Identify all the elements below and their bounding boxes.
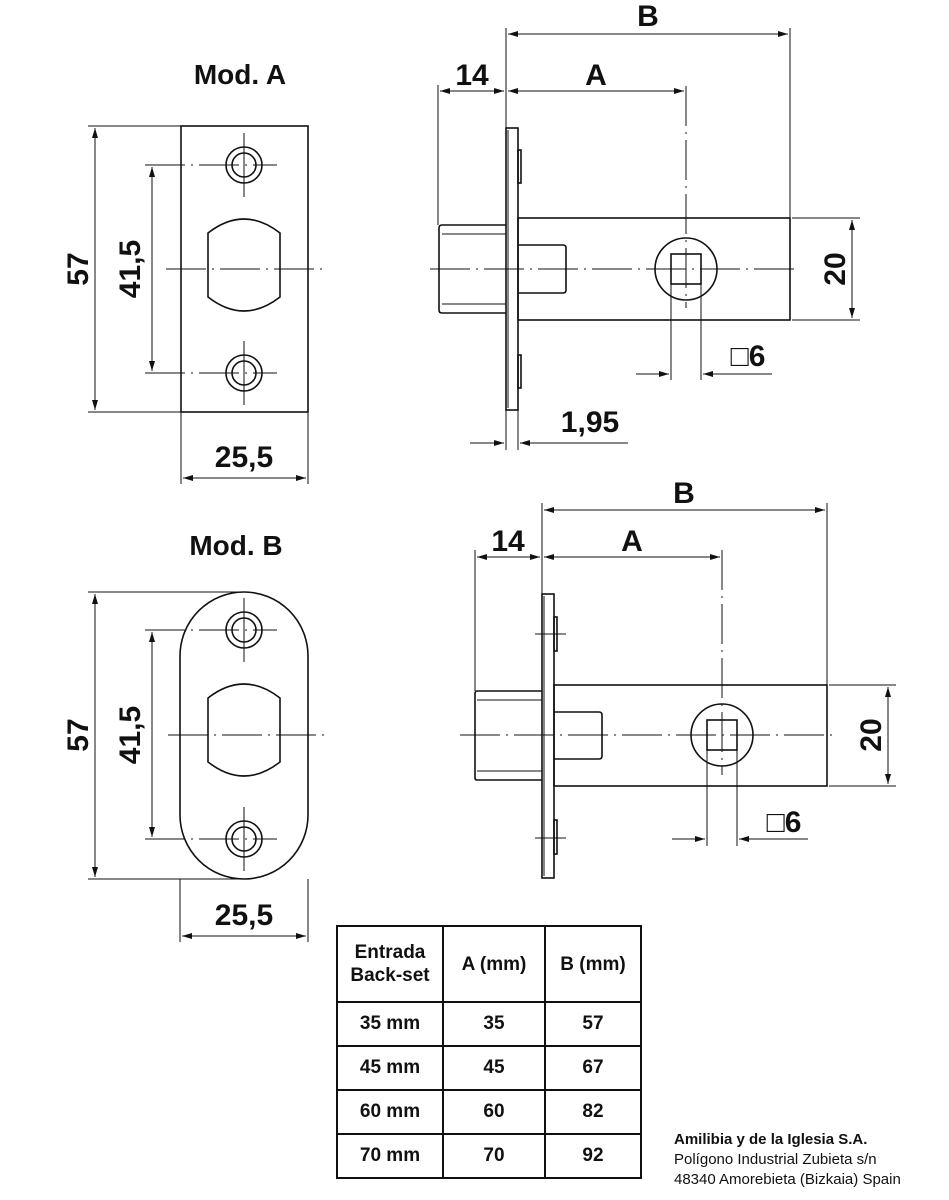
mod-a-screw-hole-top [145,133,277,197]
table-row: 70 mm 70 92 [336,1133,642,1179]
company-address-line1: Polígono Industrial Zubieta s/n [674,1151,877,1168]
header-backset-line2: Back-set [350,965,430,986]
cell-b: 57 [544,1001,642,1047]
mod-a-strike-plate: Mod. A 57 41,5 25,5 [62,59,322,484]
faceplate-label: 1,95 [561,406,619,439]
company-name: Amilibia y de la Iglesia S.A. [674,1131,868,1148]
cell-b: 82 [544,1089,642,1135]
mod-a-height-label: 57 [62,252,95,285]
mod-b-spacing-label: 41,5 [114,706,147,764]
b-label-top: B [637,0,659,33]
mod-a-width-label: 25,5 [215,441,273,474]
b-label-bottom: B [673,477,695,510]
case-height-label-bottom: 20 [855,718,888,751]
mod-b-height-label: 57 [62,718,95,751]
cell-b: 67 [544,1045,642,1091]
spindle-label-bottom: □6 [767,806,802,839]
cell-a: 35 [442,1001,546,1047]
bolt-label-bottom: 14 [491,525,525,558]
spindle-label-top: □6 [731,340,766,373]
case-height-label-top: 20 [819,252,852,285]
table-row: 45 mm 45 67 [336,1045,642,1091]
company-info: Amilibia y de la Iglesia S.A. Polígono I… [674,1130,901,1190]
latch-bolt-b [474,690,542,781]
cell-b: 92 [544,1133,642,1179]
mod-b-screw-hole-bottom [145,807,277,871]
table-header-row: Entrada Back-set A (mm) B (mm) [336,925,642,1003]
mod-b-title: Mod. B [189,530,282,561]
mod-b-latch-opening [207,683,281,777]
header-backset-line1: Entrada [354,942,426,963]
bolt-label-top: 14 [455,59,489,92]
mod-a-screw-hole-bottom [145,341,277,405]
company-address-line2: 48340 Amorebieta (Bizkaia) Spain [674,1171,901,1188]
latch-side-view-bottom: B A 14 20 □6 [460,477,896,879]
table-row: 35 mm 35 57 [336,1001,642,1047]
cell-a: 60 [442,1089,546,1135]
cell-backset: 45 mm [336,1045,444,1091]
mod-b-screw-hole-top [145,598,277,662]
a-label-top: A [585,59,607,92]
latch-side-view-top: B A 14 20 □6 1,95 [430,0,860,450]
cell-a: 70 [442,1133,546,1179]
cell-backset: 60 mm [336,1089,444,1135]
cell-backset: 35 mm [336,1001,444,1047]
mod-a-title: Mod. A [194,59,286,90]
header-backset: Entrada Back-set [336,925,444,1003]
table-row: 60 mm 60 82 [336,1089,642,1135]
mod-b-strike-plate: Mod. B 57 41,5 25,5 [62,530,325,942]
backset-table: Entrada Back-set A (mm) B (mm) 35 mm 35 … [336,925,642,1179]
cell-a: 45 [442,1045,546,1091]
cell-backset: 70 mm [336,1133,444,1179]
header-b: B (mm) [544,925,642,1003]
mod-b-width-label: 25,5 [215,899,273,932]
mod-a-spacing-label: 41,5 [114,240,147,298]
header-a: A (mm) [442,925,546,1003]
a-label-bottom: A [621,525,643,558]
mod-a-latch-opening [207,218,281,312]
